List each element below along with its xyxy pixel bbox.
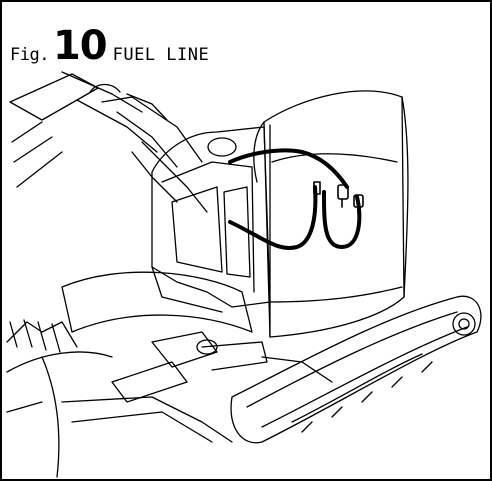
cab-frame [151,126,271,313]
figure-prefix: Fig. [10,45,49,65]
figure-title: FUEL LINE [112,45,210,65]
boom-arm [9,71,208,213]
figure-number: 10 [52,23,108,69]
fuel-filter [313,181,364,215]
fuel-hose [228,148,362,250]
blade [6,319,233,478]
tracks [61,271,482,444]
engine-cover [253,90,409,338]
figure-caption: Fig. 10 FUEL LINE [10,26,209,66]
cylinders [111,331,333,403]
